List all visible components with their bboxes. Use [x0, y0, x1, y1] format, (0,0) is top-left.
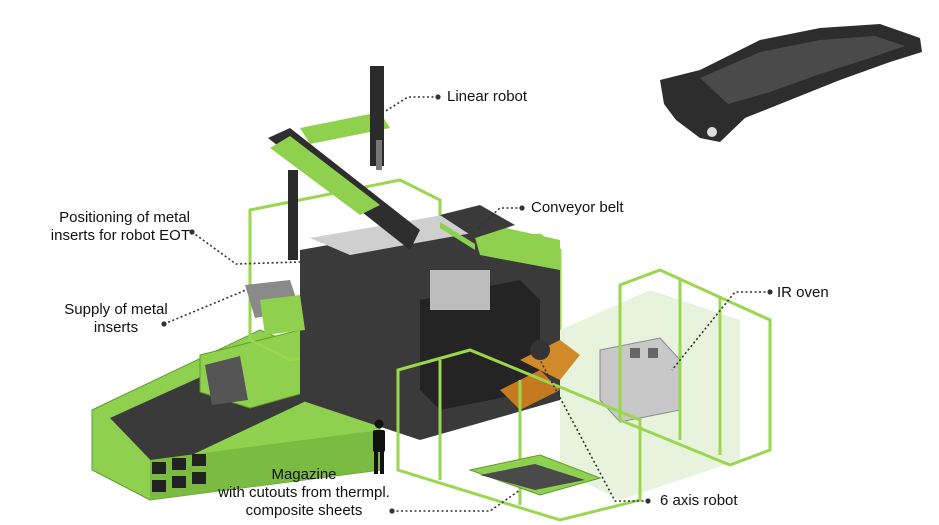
human-figure-icon — [373, 419, 385, 474]
leader-positioning — [191, 231, 301, 265]
label-supply-line-1: Supply of metal — [64, 301, 168, 318]
label-supply-line-2: inserts — [93, 319, 139, 336]
label-magazine-line-1: Magazine — [271, 466, 337, 483]
label-supply-inserts: Supply of metal inserts — [36, 301, 196, 337]
leader-conveyor — [477, 207, 522, 229]
label-ir-oven: IR oven — [777, 284, 829, 301]
leader-six-axis — [539, 359, 648, 502]
leader-lines — [163, 96, 770, 512]
label-linear-robot: Linear robot — [447, 88, 528, 105]
label-positioning-inserts: Positioning of metal inserts for robot E… — [18, 209, 190, 245]
leader-magazine — [392, 489, 521, 512]
label-magazine-line-3: composite sheets — [245, 502, 363, 519]
label-positioning-line-1: Positioning of metal — [59, 209, 190, 226]
magazine — [468, 454, 602, 496]
leader-linear-robot — [383, 96, 438, 113]
oven-cell — [560, 290, 740, 500]
label-six-axis-robot: 6 axis robot — [660, 492, 738, 509]
insert-stations — [245, 280, 305, 335]
conveyor-belt — [440, 205, 515, 250]
leader-supply — [163, 289, 247, 325]
leader-dots — [161, 94, 773, 514]
label-magazine-line-2: with cutouts from thermpl. — [218, 484, 390, 501]
label-positioning-line-2: inserts for robot EOT — [50, 227, 190, 244]
label-conveyor-belt: Conveyor belt — [531, 199, 624, 216]
label-magazine: Magazine with cutouts from thermpl. comp… — [206, 466, 402, 520]
linear-robot — [268, 66, 420, 260]
finished-part-image — [660, 24, 922, 142]
